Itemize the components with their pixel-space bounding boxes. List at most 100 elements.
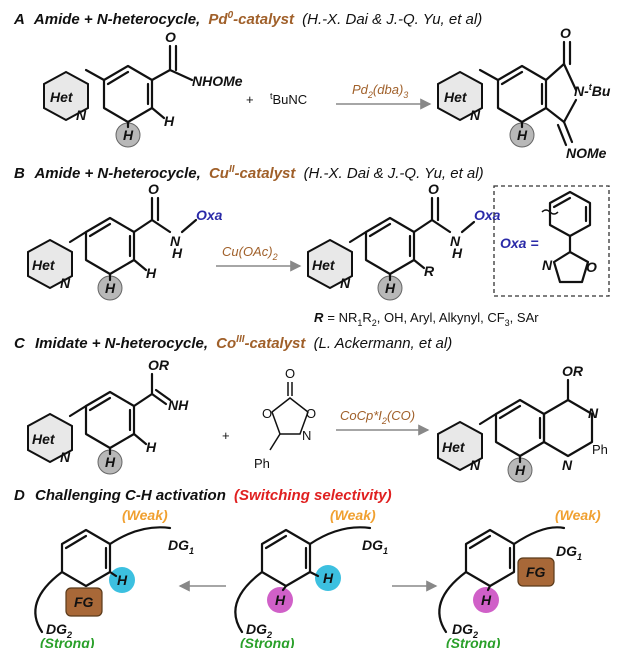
dioxazolone: O O O N Ph — [254, 366, 316, 471]
d-mid-dg2: DG2 — [246, 621, 272, 640]
b-nh-h: H — [172, 245, 183, 261]
oxa-o: O — [586, 259, 597, 275]
cu-reagent: Cu(OAc)2 — [222, 244, 278, 262]
d-left-strong: (Strong) — [40, 635, 95, 648]
b-carbonyl-o: O — [148, 181, 159, 197]
d-mid-strong: (Strong) — [240, 635, 295, 648]
bp-n-label: N — [450, 233, 461, 249]
plus-sign: + — [246, 92, 254, 107]
dioxazolone-o-left: O — [262, 406, 272, 421]
cp-or-label: OR — [562, 363, 584, 379]
d-left-weak: (Weak) — [122, 507, 168, 523]
carbonyl-o: O — [165, 29, 176, 45]
c-het-n: N — [60, 449, 71, 465]
c-het-label: Het — [32, 431, 56, 447]
product-h: H — [517, 127, 528, 143]
bp-carbonyl-o: O — [428, 181, 439, 197]
bp-h: H — [385, 280, 396, 296]
d-mid-cyan-h — [315, 565, 341, 591]
b-het-n: N — [60, 275, 71, 291]
section-d-middle: (Weak) DG1 H H DG2 (Strong) — [234, 507, 388, 648]
d-left-dg2: DG2 — [46, 621, 72, 640]
section-d-right: (Weak) DG1 FG H DG2 (Strong) — [438, 507, 601, 648]
section-b-product: O N H Oxa R H Het N — [307, 181, 501, 301]
oxa-eq-label: Oxa = — [500, 235, 539, 251]
section-c-substrate: OR NH H H Het N — [27, 357, 189, 475]
b-n-label: N — [170, 233, 181, 249]
co-reagent: CoCp*I2(CO) — [340, 408, 415, 426]
d-right-fg-box — [517, 557, 555, 587]
c-h-ortho: H — [146, 439, 157, 455]
product-het-ring — [437, 70, 483, 122]
bp-het-n: N — [340, 275, 351, 291]
cp-n-top: N — [588, 405, 599, 421]
d-right-pink-h — [473, 587, 499, 613]
cp-ph: Ph — [592, 442, 608, 457]
pd-reagent: Pd2(dba)3 — [352, 82, 408, 100]
h-ortho: H — [164, 113, 175, 129]
c-plus-sign: + — [222, 428, 230, 443]
c-het-ring — [27, 412, 73, 464]
bp-nh-h: H — [452, 245, 463, 261]
d-left-cyan-h — [109, 567, 135, 593]
dioxazolone-ph: Ph — [254, 456, 270, 471]
c-nh-label: NH — [168, 397, 189, 413]
d-mid-weak: (Weak) — [330, 507, 376, 523]
d-left-h: H — [117, 572, 128, 588]
product-het-n: N — [470, 107, 481, 123]
product-het-label: Het — [444, 89, 468, 105]
c-h-target: H — [105, 454, 116, 470]
b-het-ring — [27, 238, 73, 290]
product-o: O — [560, 25, 571, 41]
oxa-definition-box: Oxa = N O — [493, 185, 610, 297]
section-c-product: OR N N Ph H Het N — [437, 363, 608, 483]
cp-het-label: Het — [442, 439, 466, 455]
d-mid-dg1: DG1 — [362, 537, 388, 556]
nome-label: NOMe — [566, 145, 607, 161]
section-a-substrate: O NHOMe H H Het N — [43, 29, 243, 148]
d-mid-pink-h — [267, 587, 293, 613]
r-definition: R= NR1R2, OH, Aryl, Alkynyl, CF3, SAr — [314, 310, 539, 328]
c-or-label: OR — [148, 357, 170, 373]
section-c-heading: C Imidate + N-heterocycle, CoIII-catalys… — [14, 334, 452, 352]
d-left-fg: FG — [74, 594, 94, 610]
bp-r-label: R — [424, 263, 435, 279]
b-h-target: H — [105, 280, 116, 296]
nhome-label: NHOMe — [192, 73, 243, 89]
d-right-dg1: DG1 — [556, 543, 582, 562]
d-right-dg2: DG2 — [452, 621, 478, 640]
b-het-label: Het — [32, 257, 56, 273]
het-label: Het — [50, 89, 74, 105]
d-mid-h-left: H — [275, 592, 286, 608]
bp-het-label: Het — [312, 257, 336, 273]
bp-het-ring — [307, 238, 353, 290]
d-left-dg1: DG1 — [168, 537, 194, 556]
section-a-heading: A Amide + N-heterocycle, Pd0-catalyst (H… — [13, 10, 482, 28]
section-b-heading: B Amide + N-heterocycle, CuII-catalyst (… — [14, 164, 484, 182]
het-ring — [43, 70, 89, 122]
tbunc-reagent: tBuNC — [270, 91, 307, 107]
d-right-weak: (Weak) — [555, 507, 601, 523]
d-right-fg: FG — [526, 564, 546, 580]
d-right-h: H — [481, 592, 492, 608]
dioxazolone-o-top: O — [285, 366, 295, 381]
b-oxa-label: Oxa — [196, 207, 223, 223]
section-d-left: (Weak) DG1 H FG DG2 (Strong) — [34, 507, 194, 648]
cp-n-bottom: N — [562, 457, 573, 473]
section-d-heading: D Challenging C-H activation (Switching … — [14, 487, 392, 504]
section-a-product: O N-tBu NOMe H Het N — [437, 25, 611, 161]
ntbu-label: N-tBu — [574, 82, 611, 99]
h-target: H — [123, 127, 134, 143]
d-left-fg-box — [65, 587, 103, 617]
dioxazolone-n: N — [302, 428, 311, 443]
d-mid-h-right: H — [323, 570, 334, 586]
het-n: N — [76, 107, 87, 123]
cp-h: H — [515, 462, 526, 478]
d-right-strong: (Strong) — [446, 635, 501, 648]
cp-het-ring — [437, 420, 483, 472]
oxa-n: N — [542, 257, 553, 273]
section-b-substrate: O N H Oxa H H Het N — [27, 181, 223, 301]
cp-het-n: N — [470, 457, 481, 473]
b-h-ortho: H — [146, 265, 157, 281]
